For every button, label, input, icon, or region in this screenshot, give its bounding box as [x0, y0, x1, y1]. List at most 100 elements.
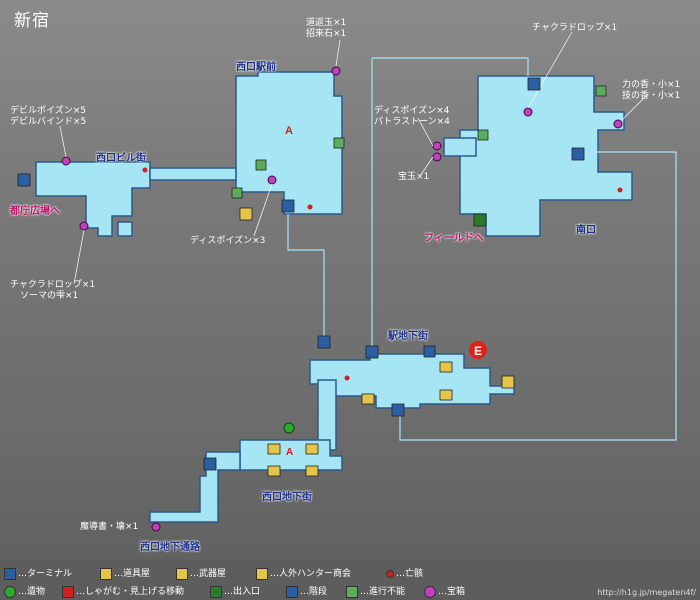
map-region-nishiguchi-chika-dori — [149, 451, 241, 523]
item-shop-icon — [439, 361, 453, 373]
credit-url[interactable]: http://h1g.jp/megaten4f/ — [597, 588, 696, 597]
chest-marker — [61, 156, 71, 166]
item-label: チャクラドロップ×1 — [10, 280, 96, 290]
weapon-shop-icon — [239, 207, 253, 221]
e-marker-letter: E — [474, 344, 482, 358]
item-label: ソーマの雫×1 — [20, 291, 79, 301]
exit-label-field[interactable]: フィールドへ — [424, 233, 484, 244]
stairs-icon — [527, 77, 541, 91]
legend-weapon-shop: …武器屋 — [176, 566, 226, 580]
item-label: 魔導書・壊×1 — [80, 522, 139, 532]
legend-crouch: …しゃがむ・見上げる移動 — [62, 584, 184, 598]
page-title: 新宿 — [14, 11, 50, 31]
legend-chest: …宝箱 — [424, 584, 465, 598]
item-label: 招来石×1 — [306, 29, 347, 39]
map-region-minamiguchi — [459, 75, 633, 237]
e-marker — [469, 341, 487, 359]
blocked-icon — [346, 585, 358, 598]
item-label: パトラストーン×4 — [374, 117, 450, 127]
chest-marker — [432, 152, 442, 162]
legend-entrance: …出入口 — [210, 584, 260, 598]
item-shop-icon — [267, 443, 281, 455]
corpse-marker — [344, 375, 350, 381]
leader-line — [417, 117, 434, 147]
leader-line — [335, 39, 341, 67]
stairs-icon — [281, 199, 295, 213]
map-region-west-building-street — [35, 161, 151, 237]
chest-icon — [424, 585, 436, 598]
corpse-marker — [307, 204, 313, 210]
link-line-east-top — [372, 57, 529, 76]
stairs-icon — [17, 173, 31, 187]
link-line-center — [287, 214, 325, 346]
item-label: 力の香・小×1 — [622, 80, 681, 90]
stairs-icon — [391, 403, 405, 417]
item-label: 宝玉×1 — [398, 172, 430, 182]
leader-line — [419, 156, 434, 177]
item-shop-icon — [267, 465, 281, 477]
corpse-icon — [386, 569, 394, 578]
chest-marker — [79, 221, 89, 231]
blocked-icon — [255, 159, 267, 171]
terminal-icon — [4, 567, 16, 580]
map-region-minamiguchi-west-arm — [443, 137, 477, 157]
area-label-nishiguchi-building: 西口ビル街 — [96, 153, 146, 164]
star-icon — [62, 585, 74, 598]
relic-icon — [4, 585, 16, 598]
leader-line — [253, 183, 273, 237]
map-region-west-connector — [149, 167, 237, 181]
item-label: ディスポイズン×3 — [190, 236, 266, 246]
exit-label-tochou[interactable]: 都庁広場へ — [10, 206, 60, 217]
a-marker: A — [285, 125, 293, 137]
stairs-icon — [203, 457, 217, 471]
hunter-icon — [256, 567, 268, 580]
item-label: デビルバインド×5 — [10, 117, 87, 127]
chest-marker — [523, 107, 533, 117]
stairs-icon — [571, 147, 585, 161]
stairs-icon — [317, 335, 331, 349]
chest-marker — [613, 119, 623, 129]
item-label: デビルポイズン×5 — [10, 106, 86, 116]
legend-terminal: …ターミナル — [4, 566, 72, 580]
legend: …ターミナル …道具屋 …武器屋 …人外ハンター商会 …亡骸 …遺物 …しゃがむ… — [0, 560, 700, 600]
item-shop-icon — [305, 465, 319, 477]
area-label-minamiguchi: 南口 — [576, 225, 596, 236]
area-label-nishiguchi-chika-dori: 西口地下通路 — [140, 542, 200, 553]
a-marker: A — [286, 447, 293, 458]
item-label: チャクラドロップ×1 — [532, 23, 618, 33]
legend-relic: …遺物 — [4, 584, 45, 598]
area-label-nishiguchi-chika: 西口地下街 — [262, 492, 312, 503]
chest-marker — [267, 175, 277, 185]
leader-line — [59, 125, 67, 158]
item-shop-icon — [100, 567, 112, 580]
leader-line — [527, 31, 573, 109]
item-label: 技の香・小×1 — [622, 91, 681, 101]
legend-corpse: …亡骸 — [386, 566, 423, 579]
chest-marker — [432, 141, 442, 151]
area-label-nishiguchi-ekimae: 西口駅前 — [236, 62, 276, 73]
corpse-marker — [617, 187, 623, 193]
item-shop-icon — [361, 393, 375, 405]
area-label-eki-chika: 駅地下街 — [388, 331, 428, 342]
blocked-icon — [595, 85, 607, 97]
leader-line — [73, 229, 85, 285]
blocked-icon — [231, 187, 243, 199]
legend-blocked: …進行不能 — [346, 584, 405, 598]
legend-hunter: …人外ハンター商会 — [256, 566, 351, 580]
entrance-icon — [210, 585, 222, 598]
terminal-icon — [423, 345, 436, 358]
corpse-marker — [142, 167, 148, 173]
link-line-south — [399, 151, 677, 441]
blocked-icon — [477, 129, 489, 141]
leader-line — [621, 93, 649, 121]
chest-marker — [151, 522, 161, 532]
map-region-eki-chika — [309, 353, 515, 409]
hunter-icon — [501, 375, 515, 389]
legend-stairs: …階段 — [286, 584, 327, 598]
blocked-icon — [333, 137, 345, 149]
legend-item-shop: …道具屋 — [100, 566, 150, 580]
item-shop-icon — [305, 443, 319, 455]
stairs-icon — [286, 585, 298, 598]
relic-marker — [283, 422, 295, 434]
